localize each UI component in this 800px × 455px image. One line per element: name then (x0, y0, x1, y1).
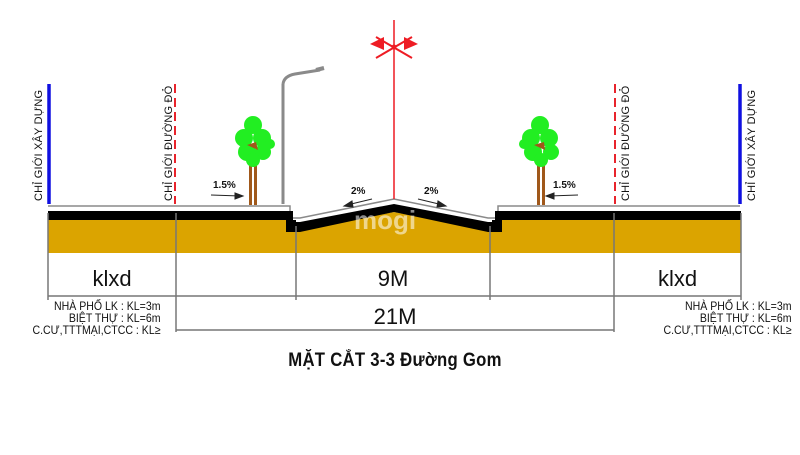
setback-note: NHÀ PHỐ LK : KL=3m (53, 299, 160, 313)
dimension-setback-right: klxd (657, 266, 698, 291)
dimension-carriageway: 9M (377, 266, 409, 291)
slope-label-road-right: 2% (424, 186, 439, 197)
building-line-label-left: CHỈ GIỚI XÂY DỰNG (33, 89, 45, 201)
sidewalk-pavement-right (495, 211, 741, 232)
setback-note: C.CƯ,TTTMẠI,CTCC : KL≥ (662, 323, 791, 337)
centerline-marker (370, 20, 418, 199)
watermark: mogi (354, 205, 417, 235)
setback-note: C.CƯ,TTTMẠI,CTCC : KL≥ (31, 323, 160, 337)
diagram-title: MẶT CẮT 3-3 Đường Gom (288, 350, 502, 371)
setback-notes-right: NHÀ PHỐ LK : KL=3m BIỆT THỰ : KL=6m C.CƯ… (663, 300, 791, 336)
dimension-total-right-of-way: 21M (373, 304, 417, 329)
slope-label-sidewalk-right: 1.5% (553, 180, 576, 191)
road-pavement (286, 204, 502, 232)
sidewalk-pavement-left (48, 211, 300, 232)
subgrade-layer (48, 212, 741, 253)
street-light-icon (281, 66, 325, 204)
red-line-label-right: CHỈ GIỚI ĐƯỜNG ĐỎ (620, 85, 632, 201)
tree-icon-right (519, 116, 559, 205)
red-line-label-left: CHỈ GIỚI ĐƯỜNG ĐỎ (163, 85, 175, 201)
setback-note: NHÀ PHỐ LK : KL=3m (684, 299, 791, 313)
slope-label-road-left: 2% (351, 186, 366, 197)
dimension-setback-left: klxd (92, 266, 132, 291)
slope-arrows (210, 192, 579, 208)
dimension-lines (47, 213, 742, 332)
building-line-label-right: CHỈ GIỚI XÂY DỰNG (746, 89, 758, 201)
slope-label-sidewalk-left: 1.5% (213, 180, 236, 191)
tree-icon-left (235, 116, 275, 205)
setback-note: BIỆT THỰ : KL=6m (68, 311, 160, 325)
setback-note: BIỆT THỰ : KL=6m (699, 311, 791, 325)
setback-notes-left: NHÀ PHỐ LK : KL=3m BIỆT THỰ : KL=6m C.CƯ… (32, 300, 160, 336)
